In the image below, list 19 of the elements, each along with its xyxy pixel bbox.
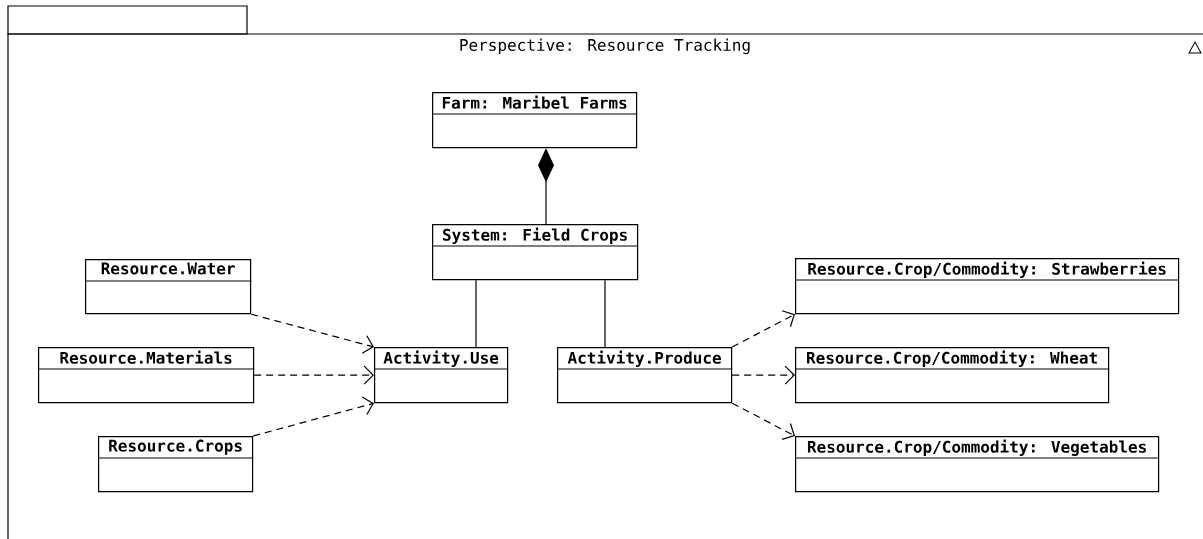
association-line — [604, 279, 606, 348]
node-label: Perspective: Resource Tracking — [460, 38, 750, 55]
dependency-arrow — [250, 313, 374, 354]
class-box: Resource.Materials — [37, 347, 255, 404]
dependency-arrow — [252, 396, 374, 437]
dependency-arrow — [731, 310, 795, 348]
class-box: Resource.Water — [84, 259, 252, 315]
class-box: Resource.Crop/Commodity: Strawberries — [794, 258, 1180, 315]
class-box: Resource.Crop/Commodity: Vegetables — [794, 436, 1160, 493]
class-box: Farm: Maribel Farms — [431, 92, 638, 149]
dependency-arrow — [731, 365, 795, 385]
class-box: Resource.Crop/Commodity: Wheat — [794, 347, 1110, 404]
dependency-arrow — [731, 402, 795, 441]
class-box: Activity.Use — [373, 347, 509, 404]
class-box: System: Field Crops — [431, 224, 639, 281]
association-line — [475, 279, 477, 348]
dependency-arrow — [253, 365, 374, 385]
class-box: Activity.Produce — [556, 347, 733, 404]
class-box: Resource.Crops — [97, 436, 254, 493]
